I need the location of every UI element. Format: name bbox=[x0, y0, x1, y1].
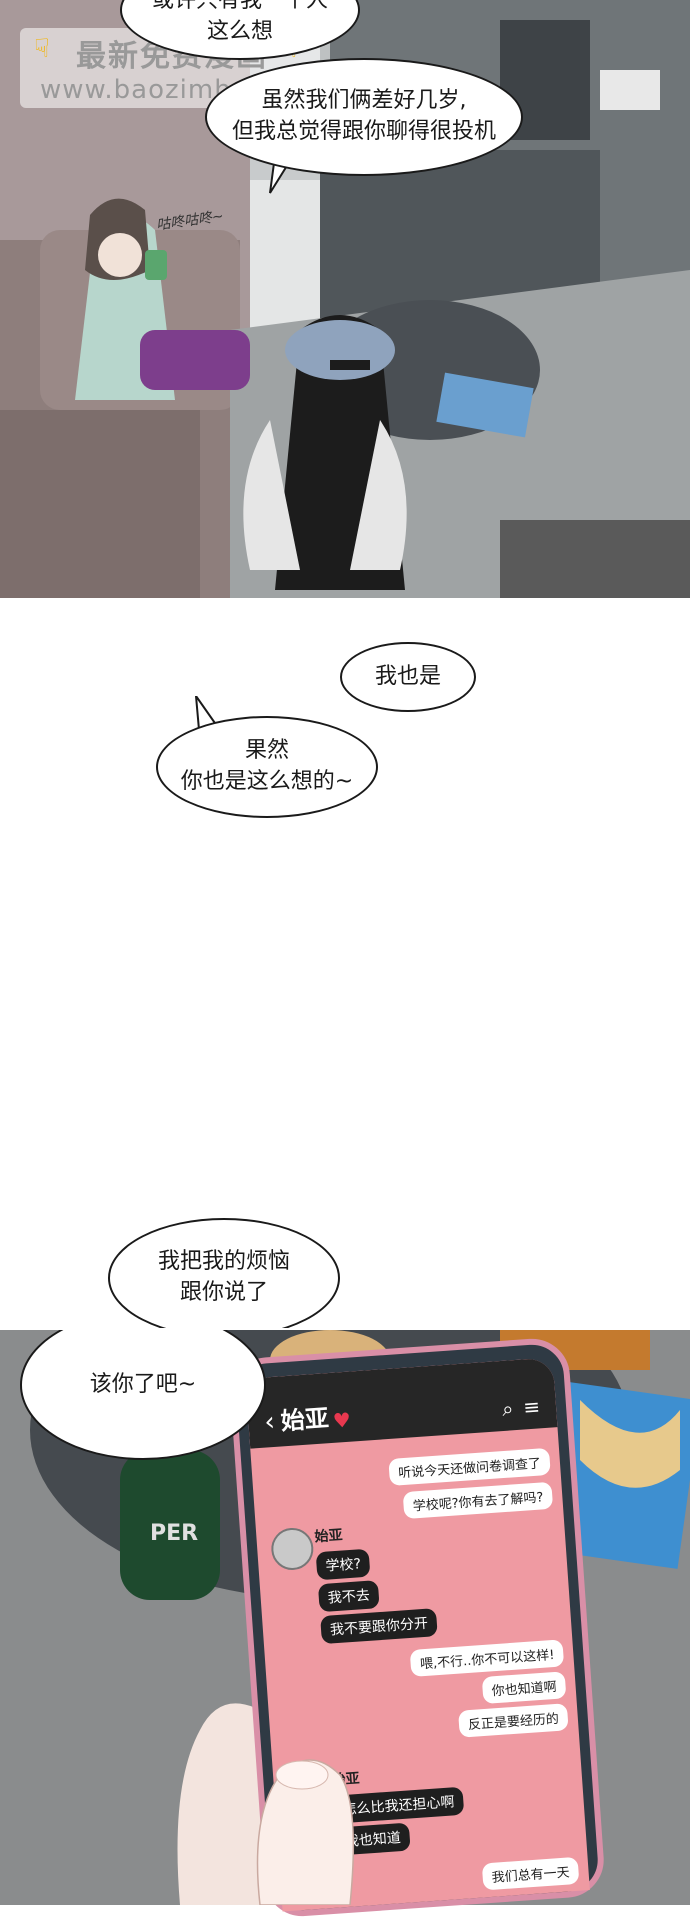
heart-icon: ♥ bbox=[332, 1407, 352, 1433]
speech-bubble-right: 虽然我们俩差好几岁, 但我总觉得跟你聊得很投机 bbox=[205, 58, 523, 176]
speech-bubble-your-turn: 该你了吧~ bbox=[20, 1330, 266, 1460]
chat-message-outgoing: 你也知道啊 bbox=[481, 1671, 567, 1705]
back-arrow-icon[interactable]: ‹ bbox=[263, 1406, 276, 1438]
bubble-line: 但我总觉得跟你聊得很投机 bbox=[231, 119, 496, 144]
chat-message-outgoing: 喂,不行..你不可以这样! bbox=[410, 1639, 565, 1677]
thumb-illustration bbox=[256, 1759, 355, 1905]
chat-message-incoming: 我不要跟你分开 bbox=[320, 1608, 438, 1645]
speech-bubble-troubles: 我把我的烦恼 跟你说了 bbox=[108, 1218, 340, 1328]
bubble-line: 该你了吧~ bbox=[89, 1371, 197, 1397]
chat-message-outgoing: 学校呢?你有去了解吗? bbox=[402, 1481, 554, 1520]
chat-message-incoming: 我不去 bbox=[317, 1580, 380, 1613]
svg-text:PER: PER bbox=[150, 1521, 198, 1546]
bubble-line: 或许只有我一个人 bbox=[151, 0, 328, 14]
chat-header: ‹ 始亚 ♥ ⌕ ≡ bbox=[245, 1357, 558, 1449]
bubble-line: 这么想 bbox=[206, 19, 273, 44]
bubble-line: 我把我的烦恼 bbox=[157, 1249, 290, 1275]
chat-contact-name: 始亚 bbox=[279, 1404, 330, 1436]
speech-bubble-me-too: 我也是 bbox=[340, 642, 476, 712]
panel-dialogue: 我也是 果然 你也是这么想的~ 我把我的烦恼 跟你说了 bbox=[0, 598, 690, 1328]
search-icon[interactable]: ⌕ bbox=[501, 1396, 515, 1421]
panel-room-scene: 最新免费漫画 www.baozimh.com ☟ ☟ 或许只有我一个人 这么想 … bbox=[0, 0, 690, 598]
bubble-line: 果然 bbox=[244, 738, 289, 764]
chat-message-incoming: 学校? bbox=[315, 1548, 371, 1581]
chat-message-outgoing: 听说今天还做问卷调查了 bbox=[388, 1447, 551, 1486]
avatar bbox=[269, 1526, 315, 1572]
bubble-line: 我也是 bbox=[374, 663, 441, 689]
chat-message-outgoing: 反正是要经历的 bbox=[458, 1703, 569, 1738]
bubble-line: 虽然我们俩差好几岁, bbox=[261, 88, 467, 114]
bubble-line: 跟你说了 bbox=[179, 1280, 268, 1305]
chat-sender-name: 始亚 bbox=[314, 1527, 344, 1546]
bubble-line: 你也是这么想的~ bbox=[180, 769, 354, 794]
pointing-hand-icon: ☟ bbox=[34, 34, 50, 64]
speech-bubble-as-expected: 果然 你也是这么想的~ bbox=[156, 716, 378, 818]
menu-icon[interactable]: ≡ bbox=[522, 1394, 541, 1420]
chat-message-outgoing: 我们总有一天 bbox=[481, 1856, 580, 1891]
